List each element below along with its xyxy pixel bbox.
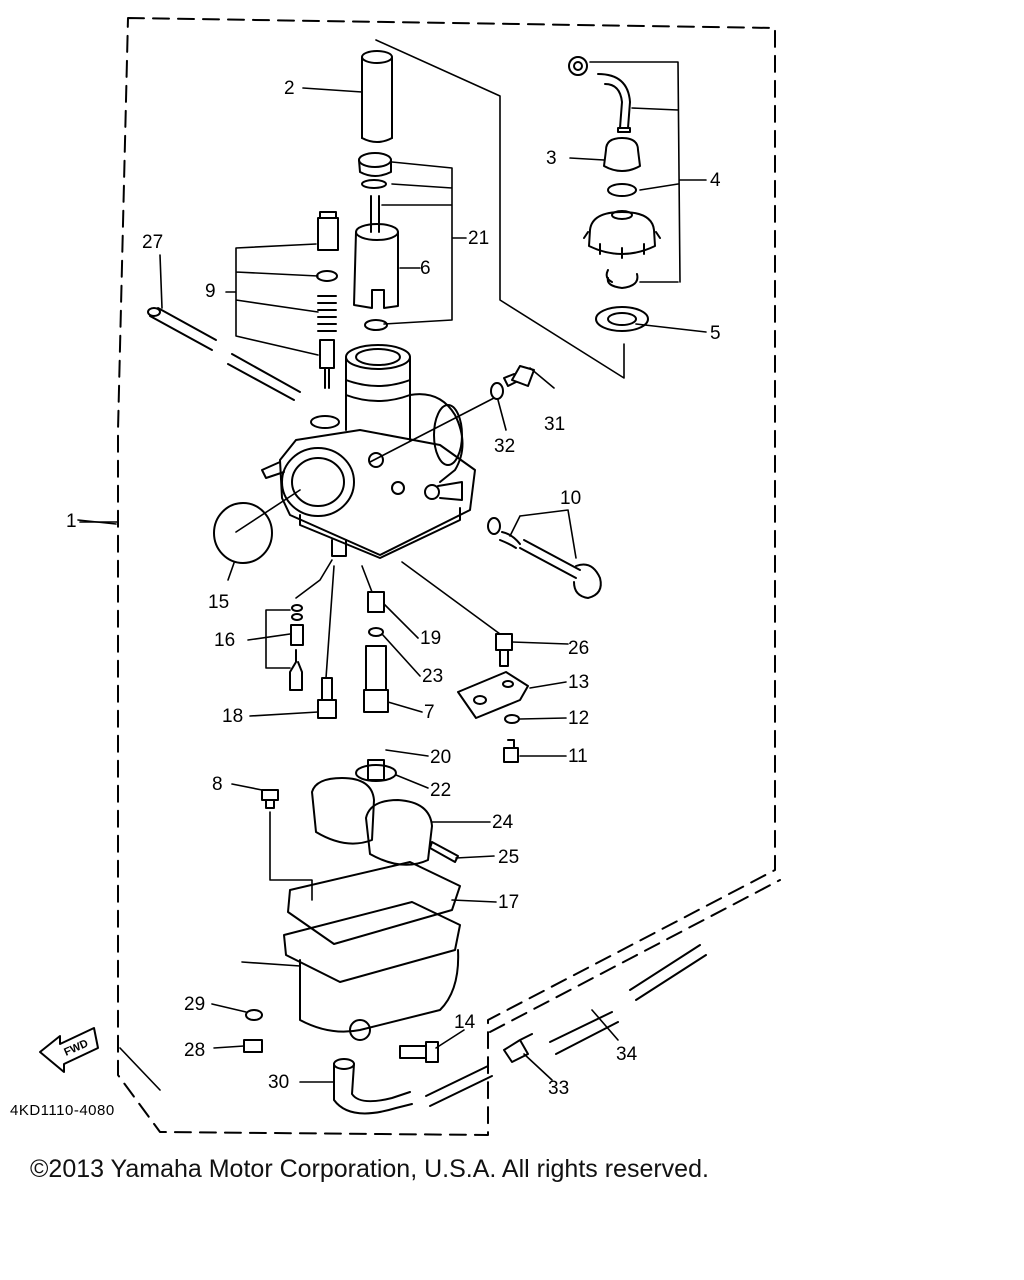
part-21-needle-clip (358, 152, 392, 233)
callout-15: 15 (208, 592, 229, 613)
part-34-fuel-hose (549, 944, 707, 1055)
part-11-screw (503, 739, 519, 763)
callout-10: 10 (560, 488, 581, 509)
callout-23: 23 (422, 666, 443, 687)
callout-22: 22 (430, 780, 451, 801)
carburetor-exploded-diagram: FWD 1 2 3 4 5 6 7 8 9 10 11 12 13 14 15 … (10, 17, 781, 1136)
part-33-fitting (503, 1033, 533, 1063)
part-25-float-pin (429, 841, 459, 863)
part-27-vent-tube (147, 307, 301, 401)
part-17-bowl-gasket (287, 861, 461, 945)
callout-17: 17 (498, 892, 519, 913)
callout-34: 34 (616, 1044, 638, 1065)
part-14-bolt (399, 1041, 439, 1063)
callout-3: 3 (546, 148, 557, 169)
callout-9: 9 (205, 281, 216, 302)
callout-27: 27 (142, 232, 163, 253)
part-24-float (311, 777, 433, 866)
part-2-cable-tube (361, 50, 393, 143)
part-7-main-jet-holder (363, 645, 389, 713)
callout-14: 14 (454, 1012, 476, 1033)
callout-32: 32 (494, 436, 515, 457)
callout-28: 28 (184, 1040, 205, 1061)
callout-5: 5 (710, 323, 721, 344)
part-13-gasket-plate (457, 671, 529, 719)
part-16-jet-set (289, 604, 304, 691)
part-6-throttle-valve (353, 223, 399, 331)
callout-13: 13 (568, 672, 589, 693)
part-31-screw (503, 365, 535, 387)
callout-7: 7 (424, 702, 435, 723)
part-18-pilot-jet (317, 677, 337, 719)
diagram-code: 4KD1110-4080 (10, 1102, 115, 1119)
carburetor-body (261, 344, 476, 559)
assembly-hose-boundary (489, 879, 781, 1033)
callout-31: 31 (544, 414, 565, 435)
callout-12: 12 (568, 708, 589, 729)
part-9-idle-screw-set (316, 211, 339, 389)
part-10-stop-screw (487, 517, 602, 599)
callout-16: 16 (214, 630, 235, 651)
copyright-notice: ©2013 Yamaha Motor Corporation, U.S.A. A… (30, 1155, 709, 1183)
callout-4: 4 (710, 170, 721, 191)
part-23-o-ring (368, 627, 384, 637)
part-8-drain-screw (261, 789, 279, 809)
callout-18: 18 (222, 706, 243, 727)
float-bowl (283, 901, 461, 1041)
callout-6: 6 (420, 258, 431, 279)
part-30-drain-hose (333, 1058, 413, 1115)
part-22-valve-seat (355, 764, 397, 782)
part-20-float-valve (367, 759, 385, 781)
callout-33: 33 (548, 1078, 569, 1099)
callout-1: 1 (66, 511, 77, 532)
callout-8: 8 (212, 774, 223, 795)
callout-19: 19 (420, 628, 441, 649)
callout-26: 26 (568, 638, 589, 659)
callout-11: 11 (568, 746, 588, 767)
callout-24: 24 (492, 812, 514, 833)
callout-30: 30 (268, 1072, 289, 1093)
callout-20: 20 (430, 747, 451, 768)
callout-21: 21 (468, 228, 489, 249)
drain-hose-extension (425, 1065, 493, 1107)
part-32-washer (490, 382, 504, 400)
part-28-plug (243, 1039, 263, 1053)
part-15-ring (213, 502, 273, 564)
part-26-starter-plunger (495, 633, 513, 667)
callout-2: 2 (284, 78, 295, 99)
part-19-needle-jet (367, 591, 385, 613)
part-29-washer (245, 1009, 263, 1021)
leader-lines (77, 39, 707, 1091)
fwd-arrow-icon (39, 1027, 99, 1073)
callout-25: 25 (498, 847, 519, 868)
part-4-top-cap-assembly (568, 56, 661, 289)
part-12-washer (504, 714, 520, 724)
part-5-gasket (595, 306, 649, 332)
callout-29: 29 (184, 994, 205, 1015)
assembly-boundary-outline (117, 17, 776, 1136)
callout-labels: 1 2 3 4 5 6 7 8 9 10 11 12 13 14 15 16 1… (66, 78, 721, 1099)
